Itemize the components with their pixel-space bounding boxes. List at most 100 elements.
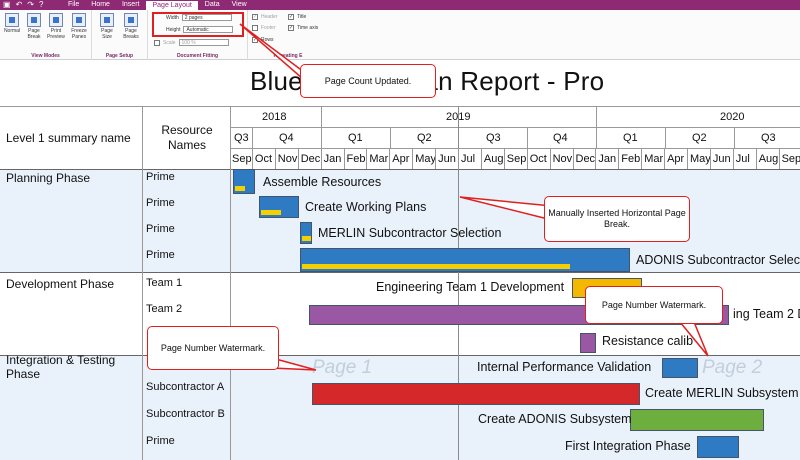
page-setup-label: Page Setup: [105, 53, 134, 59]
tab-page-layout[interactable]: Page Layout: [145, 0, 199, 10]
month-label: Dec: [300, 153, 321, 165]
month-label: Nov: [277, 153, 298, 165]
month-label: Sep: [781, 153, 800, 165]
resource-name: Subcontractor B: [146, 408, 225, 420]
month-label: Feb: [621, 153, 641, 165]
freeze-panes-icon: [72, 13, 86, 27]
footer-checkbox[interactable]: [252, 25, 258, 31]
time-axis-option[interactable]: ✓ Time axis: [288, 25, 319, 31]
month-label: Jul: [735, 153, 750, 165]
task-bar[interactable]: [300, 222, 312, 244]
redo-icon[interactable]: ↷: [27, 0, 34, 9]
task-label: ADONIS Subcontractor Selec: [636, 253, 800, 267]
quarter-label: Q2: [692, 132, 707, 144]
month-label: Dec: [575, 153, 596, 165]
print-preview-button[interactable]: Print Preview: [45, 13, 67, 40]
callout-page-count: Page Count Updated.: [300, 64, 436, 98]
app-logo-icon: ▣: [3, 0, 11, 9]
task-bar[interactable]: [580, 333, 596, 353]
month-label: Mar: [644, 153, 664, 165]
tab-home[interactable]: Home: [91, 1, 110, 8]
width-dropdown[interactable]: 2 pages: [181, 14, 232, 21]
normal-view-icon: [5, 13, 19, 27]
month-label: Apr: [392, 153, 410, 165]
menu-tabs: File Home Insert Page Layout Data View: [62, 0, 253, 10]
repeating-elements-group: ✓ Header Footer ✓ Rows ✓ Title ✓ Time ax…: [248, 10, 328, 60]
section-name-development: Development Phase: [6, 277, 115, 291]
month-label: May: [415, 153, 436, 165]
quarter-label: Q3: [761, 132, 776, 144]
freeze-panes-button[interactable]: Freeze Panes: [68, 13, 90, 40]
task-label: MERLIN Subcontractor Selection: [318, 226, 502, 240]
time-axis-checkbox[interactable]: ✓: [288, 25, 294, 31]
view-modes-group: Normal Page Break Print Preview Freeze P…: [0, 10, 92, 60]
task-label: ing Team 2 De: [733, 307, 800, 321]
task-label: Create ADONIS Subsystem: [478, 412, 632, 426]
title-option[interactable]: ✓ Title: [288, 14, 307, 20]
normal-view-button[interactable]: Normal: [1, 13, 23, 34]
header-option[interactable]: ✓ Header: [252, 14, 278, 20]
task-bar[interactable]: [312, 383, 640, 405]
view-modes-label: View Modes: [31, 53, 60, 59]
year-label: 2020: [720, 111, 745, 123]
tab-view[interactable]: View: [231, 1, 247, 8]
page-break-view-icon: [27, 13, 41, 27]
width-row: Width 2 pages: [166, 14, 232, 21]
page-size-button[interactable]: Page Size: [96, 13, 118, 40]
month-label: Jun: [438, 153, 456, 165]
month-label: Aug: [483, 153, 504, 165]
section-name-planning: Planning Phase: [6, 171, 91, 185]
quarter-label: Q1: [348, 132, 363, 144]
tab-file[interactable]: File: [68, 1, 80, 8]
month-label: Apr: [667, 153, 685, 165]
task-bar[interactable]: [662, 358, 698, 378]
task-bar[interactable]: [300, 248, 630, 272]
month-label: Jul: [461, 153, 476, 165]
scale-checkbox[interactable]: [154, 39, 160, 46]
callout-page-break: Manually Inserted Horizontal Page Break.: [544, 196, 690, 242]
tab-insert[interactable]: Insert: [121, 1, 140, 8]
header-checkbox[interactable]: ✓: [252, 14, 258, 20]
task-bar[interactable]: [259, 196, 299, 218]
undo-icon[interactable]: ↶: [15, 0, 23, 9]
tab-data[interactable]: Data: [204, 1, 220, 8]
section-name-integration: Integration & Testing Phase: [6, 353, 116, 381]
month-label: Oct: [254, 153, 273, 165]
page-break-line: [458, 107, 459, 460]
resource-name: Prime: [146, 249, 175, 261]
magnifier-icon: [49, 13, 63, 27]
month-label: Jun: [712, 153, 731, 165]
task-bar[interactable]: [697, 436, 739, 458]
year-label: 2018: [262, 111, 287, 123]
help-icon[interactable]: ?: [38, 0, 44, 9]
resource-name: Prime: [146, 197, 175, 209]
callout-watermark-right: Page Number Watermark.: [585, 286, 723, 324]
resource-name: Team 1: [146, 277, 183, 289]
title-checkbox[interactable]: ✓: [288, 14, 294, 20]
document-fitting-group: Width 2 pages Height Automatic Scale 100…: [148, 10, 248, 60]
callout-watermark-left: Page Number Watermark.: [147, 326, 279, 370]
quarter-label: Q1: [623, 132, 638, 144]
page-break-view-button[interactable]: Page Break: [23, 13, 45, 40]
task-bar[interactable]: [233, 169, 255, 194]
footer-option[interactable]: Footer: [252, 25, 275, 31]
page-breaks-button[interactable]: Page Breaks: [120, 13, 142, 40]
task-bar[interactable]: [630, 409, 764, 431]
task-label: Create MERLIN Subsystem: [645, 386, 799, 400]
column-header-resource: Resource Names: [161, 123, 213, 152]
task-label: Resistance calib: [602, 334, 694, 348]
height-row: Height Automatic: [166, 26, 234, 33]
page-watermark: Page 2: [702, 357, 763, 378]
month-label: Mar: [369, 153, 389, 165]
quick-access-toolbar: ▣ ↶ ↷ ?: [3, 0, 43, 10]
quarter-label: Q4: [553, 132, 568, 144]
quarter-label: Q2: [417, 132, 432, 144]
ribbon: Normal Page Break Print Preview Freeze P…: [0, 10, 800, 60]
height-dropdown[interactable]: Automatic: [183, 26, 234, 33]
scale-input[interactable]: 100 %: [178, 39, 229, 46]
month-label: Oct: [529, 153, 547, 165]
resource-name: Prime: [146, 171, 175, 183]
page-setup-group: Page Size Page Breaks Page Setup: [92, 10, 148, 60]
scale-row: Scale 100 %: [154, 39, 229, 46]
